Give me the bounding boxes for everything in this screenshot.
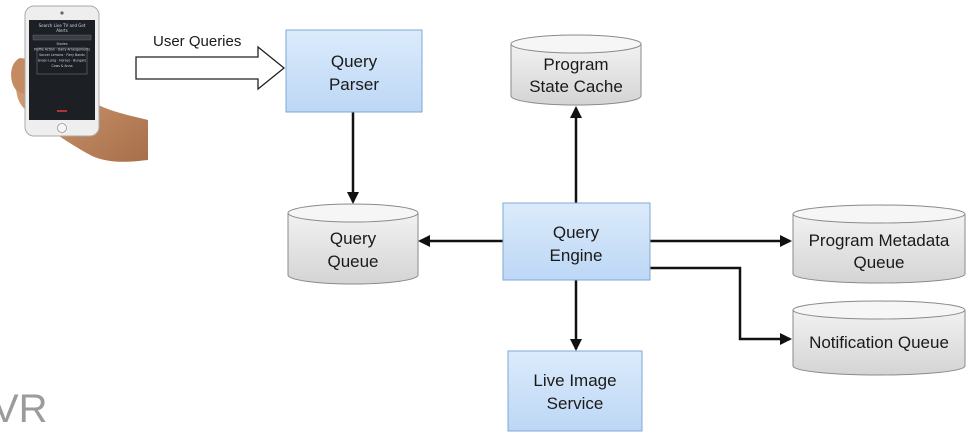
program-state-cache-node: Program State Cache (510, 34, 642, 106)
phone-screen-line: Stories (56, 42, 67, 46)
program-state-cache-label-line2: State Cache (529, 77, 623, 96)
phone-screen-title-line2: Alerts (56, 28, 68, 33)
query-parser-label-line2: Parser (329, 75, 379, 94)
phone-search-input[interactable] (32, 34, 92, 41)
program-state-cache-cylinder-top (510, 34, 642, 54)
user-queries-arrow (135, 45, 286, 91)
engine-to-notification-queue-arrow (650, 266, 792, 345)
notification-queue-cylinder (792, 310, 966, 376)
query-queue-label-line1: Query (330, 229, 377, 248)
program-state-cache-label-line1: Program (543, 55, 608, 74)
phone-screen-line: Green Long · Horses · Bungalo (38, 59, 86, 63)
live-image-service-node: Live Image Service (507, 350, 643, 432)
query-parser-label-line1: Query (331, 52, 378, 71)
phone-in-hand-image: Search Live TV and Get Alerts StoriesPro… (11, 5, 148, 162)
notification-queue-label: Notification Queue (809, 333, 949, 352)
live-image-service-box (507, 350, 643, 432)
live-image-service-label-line1: Live Image (533, 371, 616, 390)
query-engine-box (502, 202, 651, 281)
live-image-service-label-line2: Service (547, 394, 604, 413)
query-queue-cylinder (287, 213, 419, 285)
program-metadata-queue-label-line2: Queue (853, 253, 904, 272)
query-queue-node: Query Queue (287, 203, 419, 285)
corner-text: VR (0, 387, 48, 431)
program-metadata-queue-label-line1: Program Metadata (809, 231, 950, 250)
phone-footer-mark (57, 110, 67, 112)
program-metadata-queue-cylinder (792, 214, 966, 284)
query-queue-label-line2: Queue (327, 252, 378, 271)
phone-screen-line: Cows & Anna (51, 64, 72, 68)
phone-screen-line: Soccer Lemons · Fiery Bands (39, 53, 85, 57)
query-parser-node: Query Parser (285, 29, 423, 113)
user-queries-label: User Queries (153, 33, 241, 50)
notification-queue-node: Notification Queue (792, 300, 966, 376)
phone-home-button-icon[interactable] (57, 123, 67, 133)
query-engine-label-line2: Engine (550, 246, 603, 265)
phone-camera-icon (60, 11, 64, 15)
query-engine-label-line1: Query (553, 223, 600, 242)
query-parser-box (285, 29, 423, 113)
notification-queue-cylinder-top (792, 300, 966, 320)
program-state-cache-cylinder (510, 44, 642, 106)
phone-screen-line: Profile Action · Dairy Arrangements (34, 48, 90, 52)
phone-screen-title-line1: Search Live TV and Get (39, 23, 86, 28)
program-metadata-queue-cylinder-top (792, 204, 966, 224)
phone-results-panel (36, 47, 88, 75)
query-engine-node: Query Engine (502, 202, 651, 281)
program-metadata-queue-node: Program Metadata Queue (792, 204, 966, 284)
query-queue-cylinder-top (287, 203, 419, 223)
